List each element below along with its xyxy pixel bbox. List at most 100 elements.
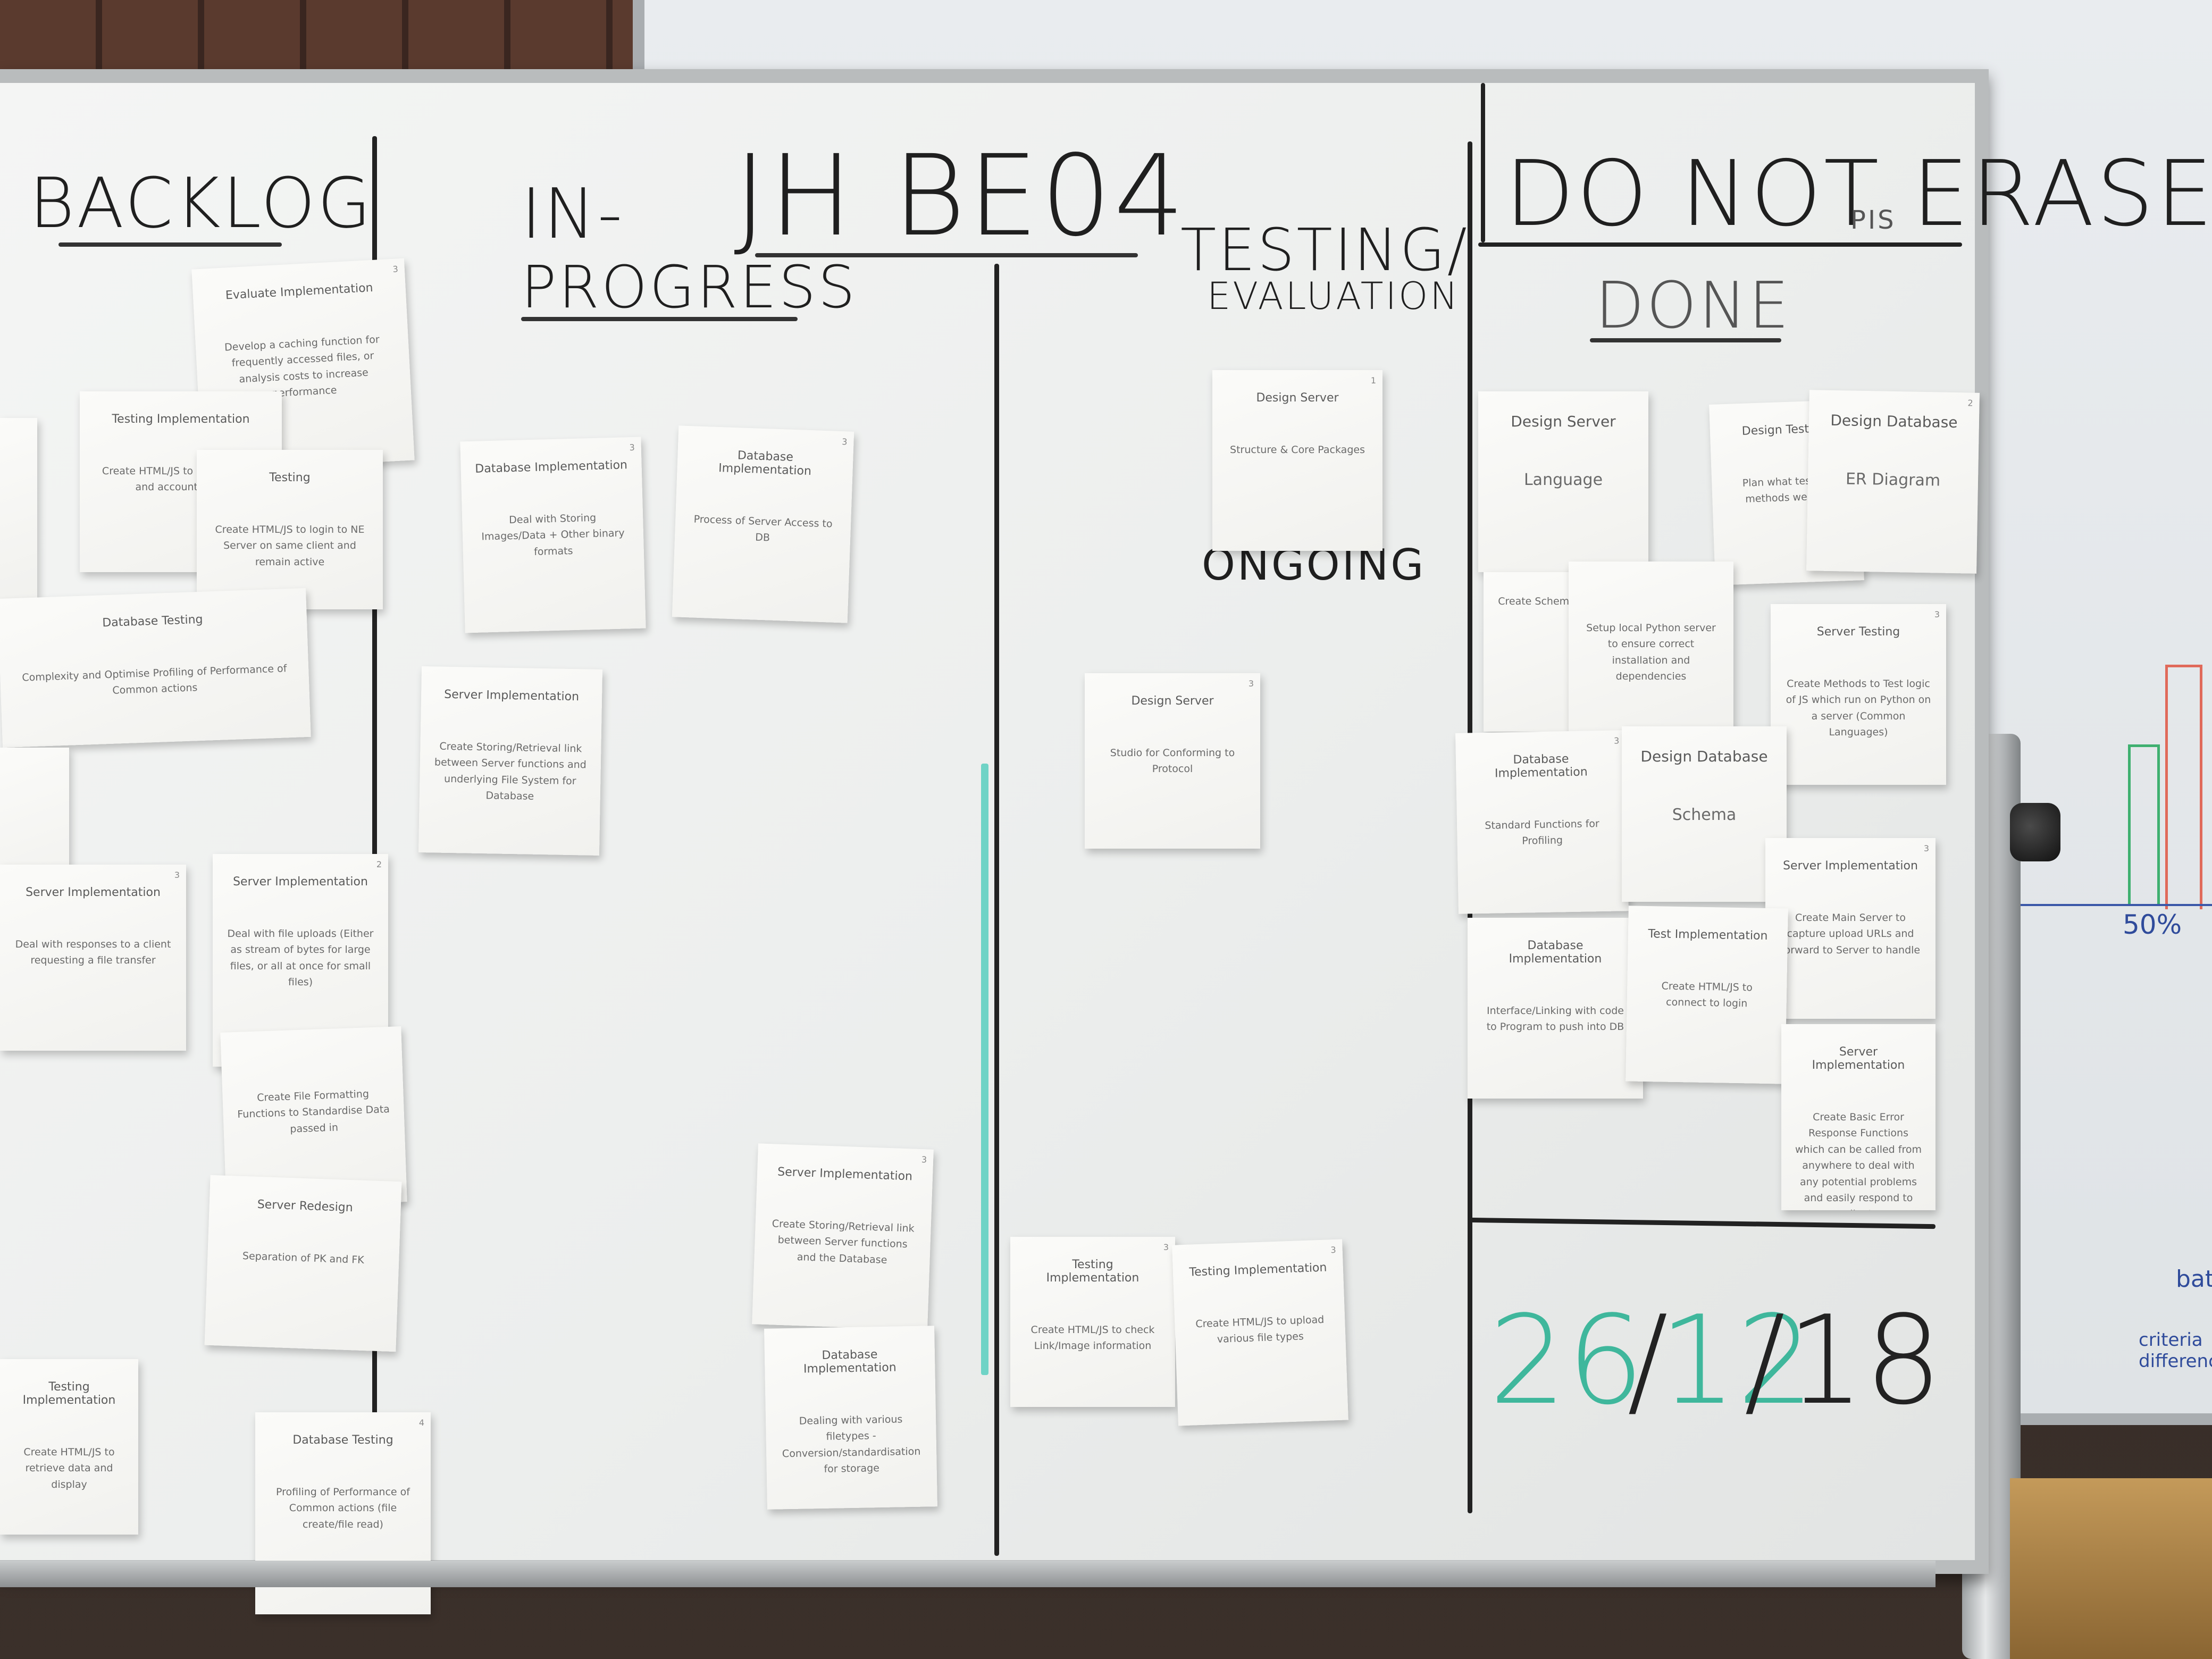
board-stand-knob[interactable] bbox=[2010, 803, 2060, 861]
back-board-green-bar bbox=[2128, 744, 2160, 904]
sticky-note-body: Dealing with various filetypes - Convers… bbox=[782, 1413, 921, 1476]
date-day: 26 bbox=[1489, 1290, 1645, 1432]
sticky-note-body: Language bbox=[1523, 471, 1603, 489]
column-header-backlog: BACKLOG bbox=[29, 163, 373, 244]
sticky-note-title bbox=[235, 1048, 388, 1053]
sticky-note-title: Database Implementation bbox=[475, 458, 628, 476]
sticky-note[interactable]: 3 Database Implementation Deal with Stor… bbox=[460, 437, 646, 633]
sticky-note-title: Server Implementation bbox=[777, 1165, 913, 1184]
sticky-note[interactable]: 3 Server Implementation Create Storing/R… bbox=[752, 1143, 934, 1330]
sticky-note-body: Schema bbox=[1672, 806, 1737, 824]
sticky-note-title: Server Implementation bbox=[1812, 1045, 1905, 1072]
sticky-note-title: Design Server bbox=[1511, 413, 1616, 430]
sticky-note-title: Server Implementation bbox=[1783, 859, 1918, 873]
sticky-note[interactable] bbox=[0, 418, 37, 599]
divider-date bbox=[1467, 1217, 1936, 1229]
sticky-note-title: Database Implementation bbox=[1509, 939, 1602, 966]
sticky-note-title: Design Server bbox=[1131, 694, 1214, 708]
sticky-note-title: Database Testing bbox=[292, 1434, 393, 1447]
sticky-note[interactable]: Database Implementation Dealing with var… bbox=[764, 1326, 937, 1510]
divider-done-horizontal bbox=[1478, 242, 1962, 247]
column-header-in-progress-1: IN- bbox=[521, 173, 625, 254]
sticky-note-body: Process of Server Access to DB bbox=[693, 513, 833, 544]
sticky-note-title: Design Database bbox=[1640, 748, 1768, 765]
date-separator-1: / bbox=[1627, 1290, 1669, 1432]
sticky-note[interactable]: Test Implementation Create HTML/JS to co… bbox=[1626, 906, 1788, 1084]
sticky-note-title: Testing Implementation bbox=[1189, 1261, 1327, 1279]
column-header-in-progress-2: PROGRESS bbox=[521, 253, 858, 321]
sticky-note[interactable]: 3 Database Implementation Standard Funct… bbox=[1455, 730, 1629, 914]
sticky-note-body: Create Schema bbox=[1498, 596, 1576, 607]
date-month: 12 bbox=[1659, 1290, 1815, 1432]
sticky-note-body: Standard Functions for Profiling bbox=[1485, 818, 1599, 848]
sticky-note[interactable]: 3 Server Implementation Deal with respon… bbox=[0, 865, 186, 1051]
sticky-note-title: Testing Implementation bbox=[112, 413, 250, 426]
sticky-note-body: Create Methods to Test logic of JS which… bbox=[1786, 678, 1931, 739]
sticky-note-body: Create Storing/Retrieval link between Se… bbox=[434, 740, 586, 802]
sticky-note-title: Server Implementation bbox=[444, 688, 580, 704]
sticky-note[interactable]: 1 Design Server Structure & Core Package… bbox=[1212, 370, 1382, 551]
do-not-erase-initials: PIS bbox=[1850, 205, 1896, 235]
sticky-note[interactable]: Server Implementation Create Basic Error… bbox=[1781, 1024, 1936, 1210]
board-title-underline bbox=[755, 253, 1138, 257]
sticky-note[interactable]: 3 Testing Implementation Create HTML/JS … bbox=[1010, 1237, 1175, 1407]
sticky-note[interactable]: 3 Database Implementation Process of Ser… bbox=[672, 425, 854, 623]
sticky-note-title: Server Redesign bbox=[257, 1197, 354, 1215]
sticky-note-body: Profiling of Performance of Common actio… bbox=[276, 1486, 410, 1530]
sticky-note-title: Testing Implementation bbox=[22, 1380, 116, 1407]
sticky-note[interactable]: 3 Server Testing Create Methods to Test … bbox=[1771, 604, 1946, 785]
sticky-note-body: Setup local Python server to ensure corr… bbox=[1586, 622, 1716, 683]
sticky-note[interactable]: Database Testing Complexity and Optimise… bbox=[0, 588, 311, 748]
sticky-note[interactable]: 3 Testing Implementation Create HTML/JS … bbox=[1172, 1239, 1348, 1426]
done-underline bbox=[1590, 338, 1781, 342]
sticky-note[interactable]: Setup local Python server to ensure corr… bbox=[1569, 562, 1733, 732]
sticky-note-body: Create HTML/JS to login to NE Server on … bbox=[215, 524, 365, 568]
sticky-note-title: Database Implementation bbox=[803, 1348, 896, 1376]
sticky-note-body: Create HTML/JS to check Link/Image infor… bbox=[1030, 1324, 1155, 1352]
board-title: JH BE04 bbox=[734, 131, 1187, 261]
sticky-note-body: Deal with Storing Images/Data + Other bi… bbox=[481, 512, 625, 558]
desk-corner bbox=[2010, 1478, 2212, 1659]
sticky-note[interactable]: 3 Server Implementation Create Main Serv… bbox=[1765, 838, 1936, 1019]
back-board-mark-2: criteria difference bbox=[2139, 1329, 2212, 1372]
sticky-note-body: Create Storing/Retrieval link between Se… bbox=[772, 1218, 915, 1266]
sticky-note-title: Evaluate Implementation bbox=[225, 281, 374, 303]
back-board-red-bar bbox=[2165, 665, 2202, 909]
column-header-done: DONE bbox=[1595, 269, 1791, 343]
sticky-note-body: Create HTML/JS to connect to login bbox=[1661, 980, 1753, 1010]
sticky-note-title: Testing Implementation bbox=[1046, 1258, 1139, 1285]
sticky-note[interactable]: Testing Create HTML/JS to login to NE Se… bbox=[197, 450, 383, 609]
sticky-note[interactable]: Server Redesign Separation of PK and FK bbox=[204, 1175, 402, 1352]
sticky-note-body: Create HTML/JS to retrieve data and disp… bbox=[23, 1446, 115, 1490]
sticky-note[interactable]: 2 Design Database ER Diagram bbox=[1806, 390, 1980, 574]
sticky-note[interactable]: Server Implementation Create Storing/Ret… bbox=[418, 666, 603, 856]
divider-progress bbox=[994, 264, 999, 1556]
sticky-note-body: Studio for Conforming to Protocol bbox=[1110, 747, 1235, 775]
marker-tray bbox=[0, 1561, 1936, 1587]
in-progress-underline bbox=[521, 317, 798, 321]
sticky-note-body: Interface/Linking with code to Program t… bbox=[1486, 1005, 1624, 1033]
sticky-note[interactable]: Design Server Language bbox=[1478, 391, 1648, 572]
column-header-testing: TESTING/ bbox=[1180, 216, 1469, 284]
sticky-note-title: Test Implementation bbox=[1648, 927, 1768, 943]
sticky-note[interactable]: Testing Implementation Create HTML/JS to… bbox=[0, 1359, 138, 1535]
sticky-note-title: Server Implementation bbox=[233, 875, 368, 889]
sticky-note-body: Complexity and Optimise Profiling of Per… bbox=[22, 663, 287, 697]
back-board-axis bbox=[1958, 904, 2212, 906]
sticky-note[interactable]: Design Database Schema bbox=[1622, 726, 1787, 902]
sticky-note-title: Server Testing bbox=[1816, 625, 1900, 639]
sticky-note-body: Separation of PK and FK bbox=[242, 1250, 365, 1266]
sticky-note-body: Create Main Server to capture upload URL… bbox=[1780, 912, 1921, 956]
date-separator-2: / bbox=[1744, 1290, 1786, 1432]
sticky-note[interactable]: 3 Design Server Studio for Conforming to… bbox=[1085, 673, 1260, 849]
back-board-mark: batt bbox=[2176, 1266, 2212, 1293]
backlog-underline bbox=[58, 242, 282, 247]
sticky-note[interactable]: Database Implementation Interface/Linkin… bbox=[1468, 918, 1643, 1099]
sticky-note-title: Testing bbox=[269, 471, 311, 484]
sticky-note-title: Database Implementation bbox=[1494, 752, 1588, 781]
column-header-evaluation: EVALUATION bbox=[1207, 274, 1460, 318]
divider-progress-teal bbox=[981, 764, 988, 1375]
date-year: 18 bbox=[1787, 1290, 1942, 1432]
sticky-note-body: Deal with responses to a client requesti… bbox=[15, 939, 171, 967]
sticky-note-title: Database Testing bbox=[102, 613, 203, 630]
